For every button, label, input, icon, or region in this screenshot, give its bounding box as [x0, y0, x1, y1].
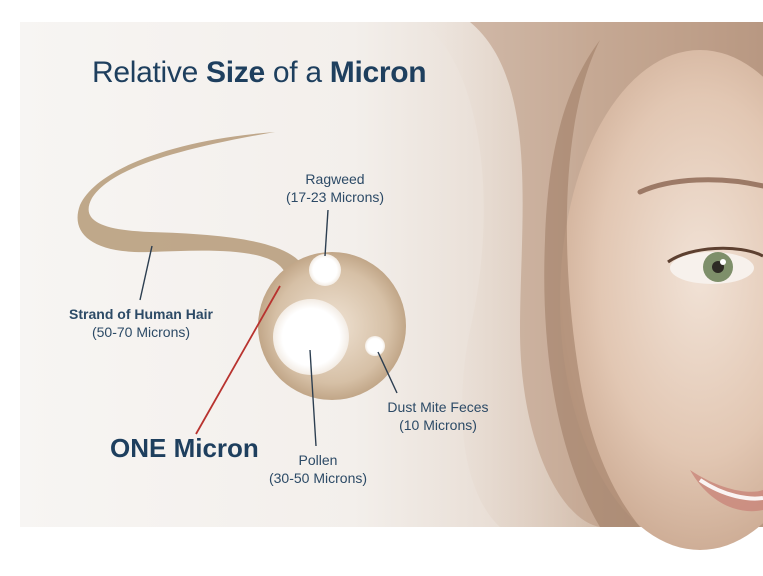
hair-label: Strand of Human Hair (50-70 Microns) [56, 305, 226, 341]
pollen-label: Pollen (30-50 Microns) [258, 451, 378, 487]
hair-pointer-line [140, 246, 152, 300]
woman-face-image [420, 22, 763, 550]
ragweed-label: Ragweed (17-23 Microns) [275, 170, 395, 206]
ragweed-pointer-line [325, 210, 328, 256]
page-title: Relative Size of a Micron [92, 56, 426, 90]
one-micron-label: ONE Micron [110, 433, 259, 464]
ragweed-particle [309, 254, 341, 286]
dust-mite-label: Dust Mite Feces (10 Microns) [373, 398, 503, 434]
dust-mite-particle [365, 336, 385, 356]
